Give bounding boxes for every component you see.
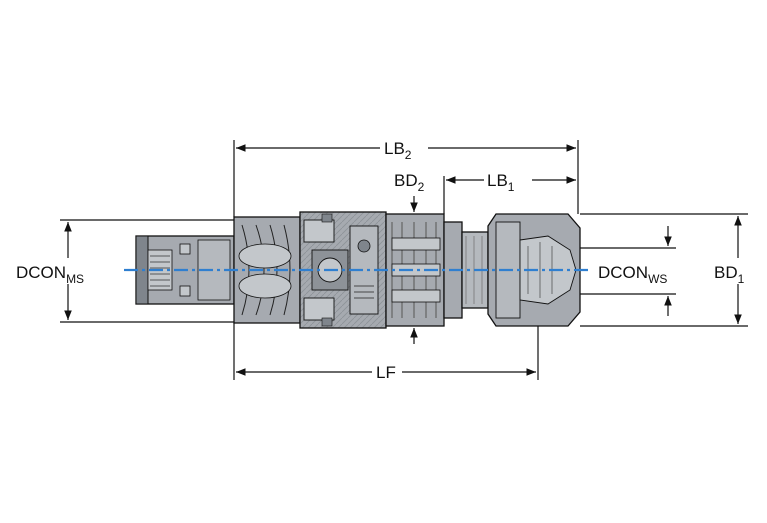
dcon-ms-dimension: DCONMS (14, 219, 234, 323)
dcon-ws-label: DCONWS (598, 263, 667, 286)
bd1-dimension: BD1 (580, 213, 762, 327)
lf-dimension: LF (233, 323, 539, 383)
tool-body (124, 211, 590, 329)
lb1-label: LB1 (487, 171, 515, 194)
dcon-ws-dimension: DCONWS (580, 226, 698, 316)
bd2-dimension: BD2 (394, 171, 425, 344)
dcon-ms-label: DCONMS (16, 263, 84, 286)
lb1-dimension: LB1 (443, 167, 576, 214)
bd2-label: BD2 (394, 171, 425, 194)
bd1-label: BD1 (714, 263, 745, 286)
lb2-dimension: LB2 (233, 136, 579, 217)
lb2-label: LB2 (384, 139, 412, 162)
lf-label: LF (376, 363, 396, 382)
